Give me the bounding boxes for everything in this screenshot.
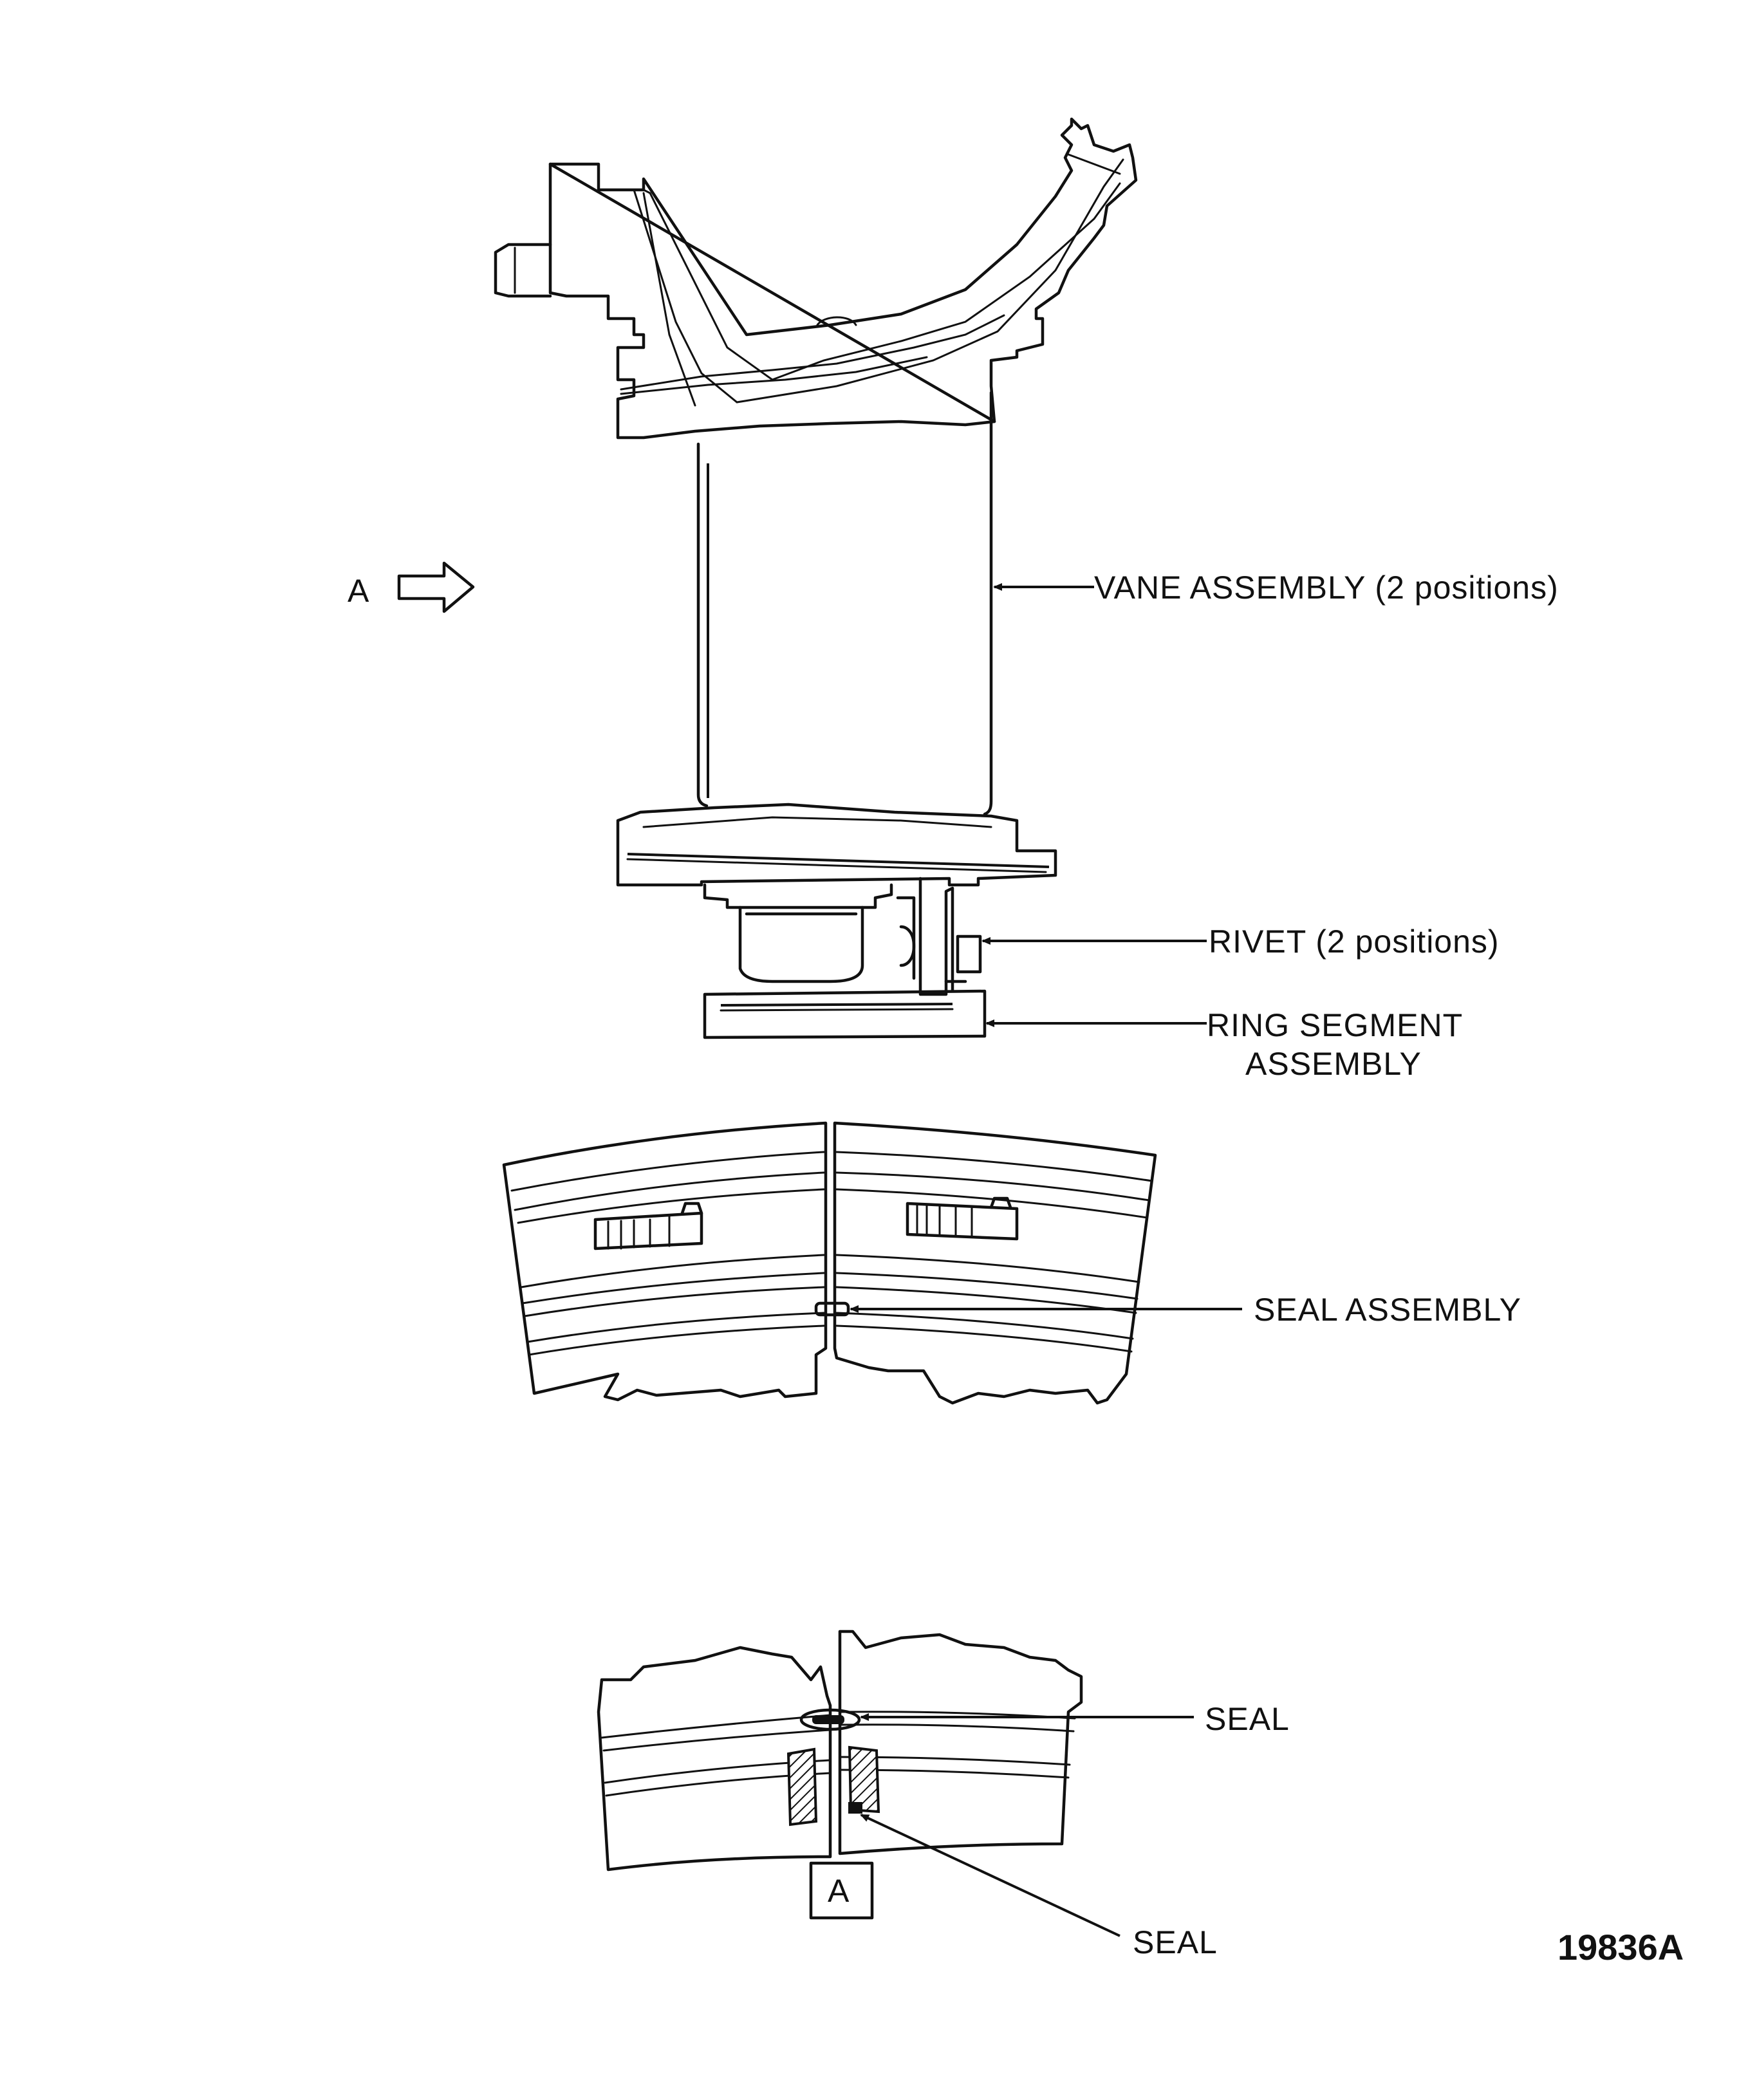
callout-rivet: RIVET (2 positions) <box>981 924 1500 960</box>
view-a-box <box>809 1861 874 1920</box>
ring-segments-drawing <box>502 1121 1157 1405</box>
ring-segment-label-line2: ASSEMBLY <box>1245 1046 1422 1082</box>
seal-assembly-label: SEAL ASSEMBLY <box>1254 1292 1521 1328</box>
callout-seal-assembly: SEAL ASSEMBLY <box>850 1292 1521 1328</box>
view-a-arrow-letter: A <box>348 573 369 609</box>
view-a-drawing: A <box>597 1630 1083 1920</box>
vane-assembly-label: VANE ASSEMBLY (2 positions) <box>1094 570 1559 606</box>
hollow-arrow-icon <box>397 561 475 613</box>
callout-seal-upper: SEAL <box>860 1701 1290 1737</box>
vane-assembly-drawing <box>494 117 1138 1039</box>
callout-seal-lower: SEAL <box>860 1814 1218 1960</box>
ring-segment-label-line1: RING SEGMENT <box>1207 1007 1463 1043</box>
callout-ring-segment: RING SEGMENT ASSEMBLY <box>985 1007 1463 1082</box>
seal-lower-label: SEAL <box>1133 1924 1218 1960</box>
seal-upper-label: SEAL <box>1205 1701 1290 1737</box>
callout-vane-assembly: VANE ASSEMBLY (2 positions) <box>993 570 1559 606</box>
view-a-box-letter: A <box>828 1873 850 1909</box>
figure-number: 19836A <box>1557 1927 1684 1967</box>
rivet-label: RIVET (2 positions) <box>1209 924 1500 960</box>
view-a-arrow: A <box>348 561 475 613</box>
